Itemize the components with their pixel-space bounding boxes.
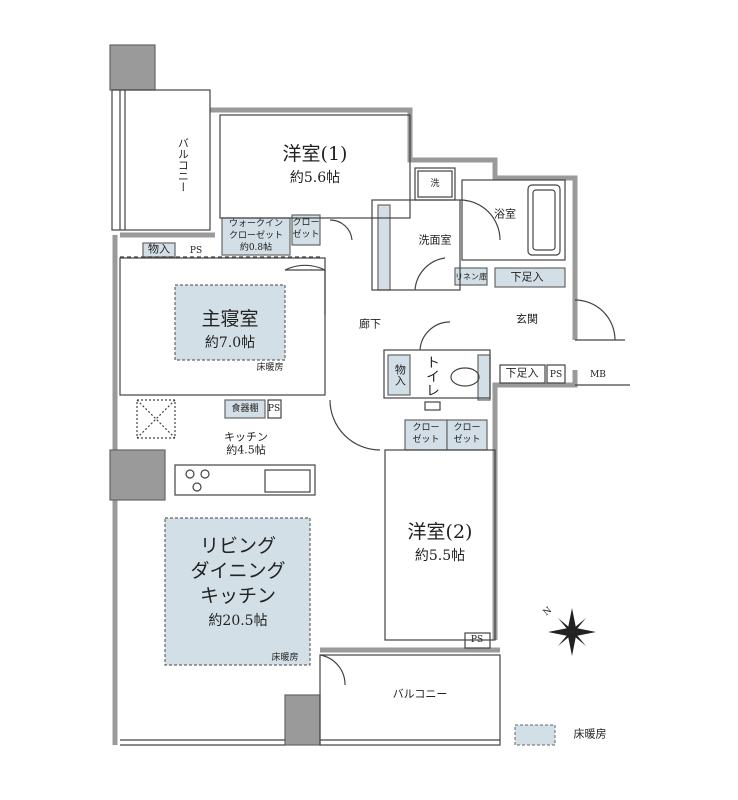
closet-label: クロー <box>292 217 320 228</box>
closet-label: クロー <box>412 422 440 433</box>
storage-label: 物入 <box>148 242 170 256</box>
kitchen-size: 約4.5帖 <box>226 443 266 457</box>
compass-rose-icon <box>548 608 596 656</box>
column-left <box>109 449 166 501</box>
floor-heating-ldk <box>164 517 311 666</box>
kitchen-name: キッチン <box>224 430 268 444</box>
closet-label: ゼット <box>412 434 440 445</box>
walkin-size: 約0.8帖 <box>239 242 273 253</box>
mb-label: MB <box>590 369 606 380</box>
shoe-cabinet-label: 下足入 <box>510 270 544 284</box>
legend-label: 床暖房 <box>573 727 607 741</box>
western1-size: 約5.6帖 <box>289 169 341 186</box>
ps-label: PS <box>267 403 281 414</box>
ldk-line1: リビング <box>199 535 277 558</box>
walkin-name: ウォークイン <box>228 218 284 229</box>
cupboard-label: 食器棚 <box>231 403 259 414</box>
closet-label: ゼット <box>292 229 320 240</box>
washer-label: 洗 <box>430 178 440 189</box>
column-top <box>109 44 156 91</box>
linen-label: リネン庫 <box>455 272 487 282</box>
western1-name: 洋室(1) <box>282 143 348 166</box>
bath-label: 浴室 <box>494 207 516 221</box>
ps-label: PS <box>470 634 484 645</box>
ldk-line2: ダイニング <box>190 560 286 583</box>
closet-label: ゼット <box>453 434 481 445</box>
legend-swatch <box>514 724 556 746</box>
ps-label: PS <box>549 369 563 380</box>
storage-label: 物入 <box>393 364 407 386</box>
closet-label: クロー <box>453 422 481 433</box>
toilet-label: トイレ <box>424 355 441 397</box>
balcony-bottom-label: バルコニー <box>392 687 448 701</box>
walkin-name2: クローゼット <box>228 230 284 241</box>
balcony-left-label: バルコニー <box>176 137 190 193</box>
ldk-size: 約20.5帖 <box>208 612 268 629</box>
master-name: 主寝室 <box>201 308 259 331</box>
master-heating: 床暖房 <box>256 362 284 373</box>
ldk-heating: 床暖房 <box>271 652 299 663</box>
master-size: 約7.0帖 <box>204 334 256 351</box>
column-bottom <box>284 694 321 746</box>
washroom-label: 洗面室 <box>418 233 452 247</box>
hallway-label: 廊下 <box>359 317 381 331</box>
floor-heating-master <box>174 284 286 361</box>
western2-name: 洋室(2) <box>407 521 473 544</box>
western2-size: 約5.5帖 <box>414 547 466 564</box>
shoe-cabinet-label: 下足入 <box>505 366 539 380</box>
entrance-label: 玄関 <box>516 312 538 326</box>
ps-label: PS <box>189 245 203 256</box>
ldk-line3: キッチン <box>199 585 277 608</box>
